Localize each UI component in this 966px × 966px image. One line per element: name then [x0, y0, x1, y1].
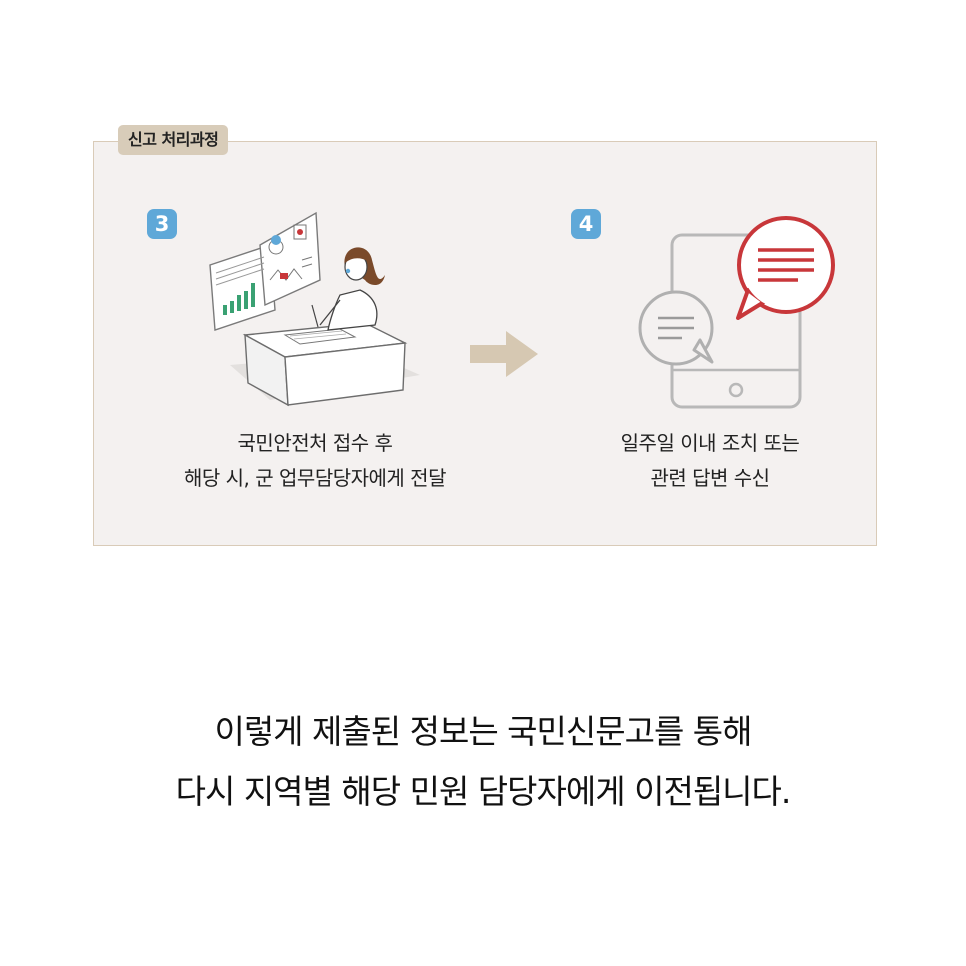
step-4-caption-line-1: 일주일 이내 조치 또는 — [620, 431, 800, 455]
arrow-right-icon — [470, 331, 538, 377]
step-3-caption-line-2: 해당 시, 군 업무담당자에게 전달 — [184, 466, 447, 490]
step-4-badge: 4 — [571, 209, 601, 239]
headline: 이렇게 제출된 정보는 국민신문고를 통해 다시 지역별 해당 민원 담당자에게… — [0, 702, 966, 822]
headline-line-1: 이렇게 제출된 정보는 국민신문고를 통해 — [214, 712, 752, 751]
step-3-caption-line-1: 국민안전처 접수 후 — [237, 431, 393, 455]
process-tag: 신고 처리과정 — [118, 125, 229, 155]
step-3-badge: 3 — [147, 209, 177, 239]
step-4-caption-line-2: 관련 답변 수신 — [650, 466, 770, 490]
step-3-caption: 국민안전처 접수 후 해당 시, 군 업무담당자에게 전달 — [120, 426, 510, 496]
headline-line-2: 다시 지역별 해당 민원 담당자에게 이전됩니다. — [175, 772, 792, 811]
process-panel — [93, 141, 877, 546]
phone-with-chat-bubbles-illustration — [638, 216, 835, 409]
step-4-caption: 일주일 이내 조치 또는 관련 답변 수신 — [580, 426, 840, 496]
worker-at-desk-illustration — [209, 211, 420, 407]
